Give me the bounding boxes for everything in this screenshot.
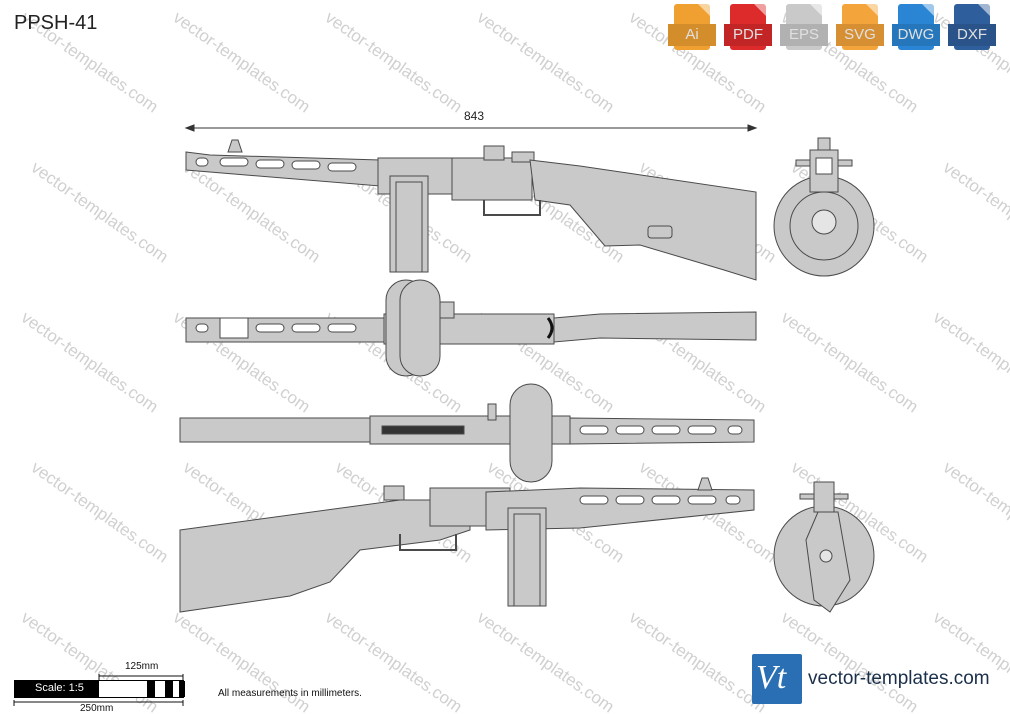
file-fold — [922, 4, 934, 16]
watermark-text: vector-templates.com — [940, 158, 1010, 267]
format-label: EPS — [780, 24, 828, 46]
svg-file-icon[interactable]: SVG — [836, 4, 884, 54]
dimension-label: 843 — [464, 109, 484, 123]
format-label: DXF — [948, 24, 996, 46]
side-view-left — [179, 477, 755, 613]
file-fold — [698, 4, 710, 16]
dwg-file-icon[interactable]: DWG — [892, 4, 940, 54]
page-title: PPSH-41 — [14, 12, 98, 34]
rear-view — [773, 481, 875, 613]
scale-mark-250: 250mm — [80, 703, 114, 714]
watermark-text: vector-templates.com — [940, 458, 1010, 567]
bottom-view — [179, 383, 755, 483]
format-label: PDF — [724, 24, 772, 46]
scale-segment — [147, 681, 155, 697]
watermark-text: vector-templates.com — [28, 158, 172, 267]
watermark-text: vector-templates.com — [322, 8, 466, 117]
eps-file-icon[interactable]: EPS — [780, 4, 828, 54]
format-label: DWG — [892, 24, 940, 46]
file-fold — [754, 4, 766, 16]
brand-block[interactable]: Vt vector-templates.com — [752, 654, 1000, 704]
scale-label: Scale: 1:5 — [35, 682, 84, 694]
dimension-line — [184, 124, 758, 132]
dxf-file-icon[interactable]: DXF — [948, 4, 996, 54]
jacket-vents-top — [195, 157, 357, 172]
watermark-text: vector-templates.com — [930, 308, 1010, 417]
side-view-right — [185, 139, 757, 281]
format-badges: Ai PDF EPS SVG DWG DXF — [668, 4, 996, 54]
watermark-text: vector-templates.com — [474, 8, 618, 117]
brand-name: vector-templates.com — [808, 668, 990, 689]
brand-logo: Vt — [752, 654, 802, 704]
scale-ticks — [13, 674, 184, 706]
scale-segment — [179, 681, 185, 697]
file-fold — [810, 4, 822, 16]
jacket-vents-left-view — [579, 495, 741, 505]
format-label: Ai — [668, 24, 716, 46]
file-fold — [978, 4, 990, 16]
file-fold — [866, 4, 878, 16]
jacket-vents-bottom-view — [579, 425, 743, 435]
front-view — [773, 137, 875, 277]
ai-file-icon[interactable]: Ai — [668, 4, 716, 54]
brand-logo-text: Vt — [756, 659, 787, 696]
scale-mark-125: 125mm — [125, 661, 159, 672]
watermark-text: vector-templates.com — [170, 8, 314, 117]
format-label: SVG — [836, 24, 884, 46]
watermark-text: vector-templates.com — [28, 458, 172, 567]
scale-bar: Scale: 1:5 — [14, 680, 185, 698]
watermark-text: vector-templates.com — [18, 308, 162, 417]
watermark-text: vector-templates.com — [778, 308, 922, 417]
measurement-note: All measurements in millimeters. — [218, 688, 362, 699]
scale-bar-fill — [15, 681, 99, 697]
jacket-vents-top-view — [195, 317, 357, 339]
watermark-text: vector-templates.com — [474, 608, 618, 714]
pdf-file-icon[interactable]: PDF — [724, 4, 772, 54]
scale-segment — [165, 681, 173, 697]
watermark-text: vector-templates.com — [626, 608, 770, 714]
